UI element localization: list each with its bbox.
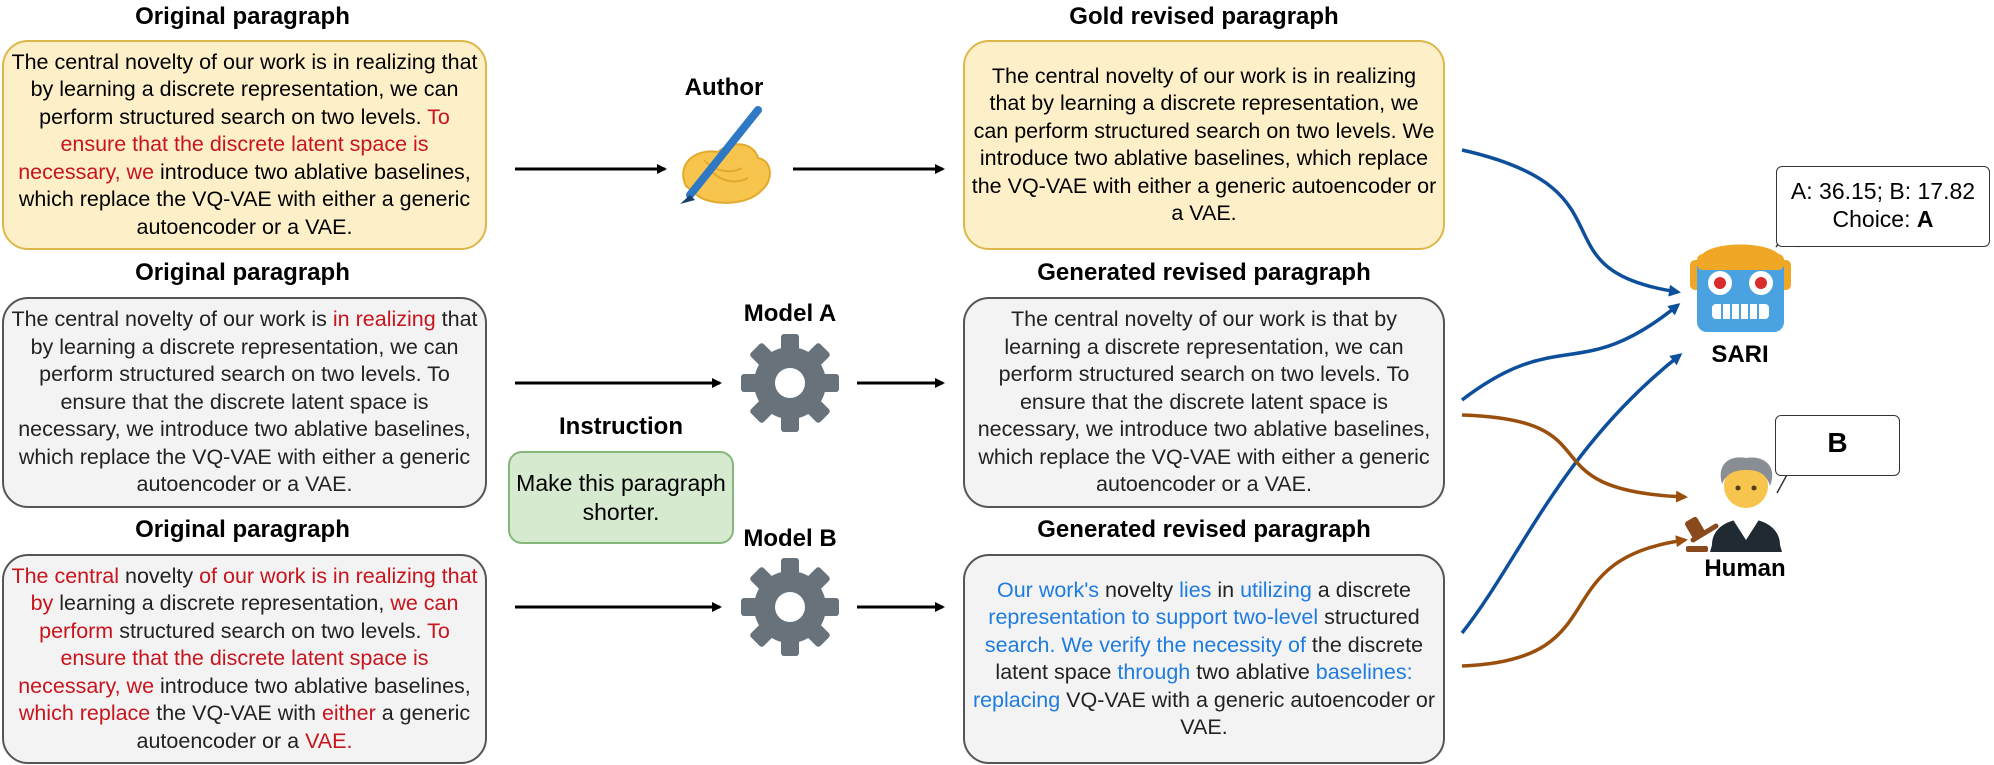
model-a-generated-paragraph: The central novelty of our work is that … (963, 297, 1445, 508)
text-span: The central novelty of our work is in re… (11, 49, 478, 129)
row1-left-heading: Original paragraph (135, 3, 350, 30)
paragraph-text: Our work's novelty lies in utilizing a d… (971, 577, 1437, 742)
paragraph-text: The central novelty of our work is in re… (10, 49, 479, 242)
text-span: two ablative (1190, 660, 1316, 684)
gear-icon (741, 334, 839, 432)
robot-icon (1690, 244, 1791, 332)
edited-span-blue: search. We verify the necessity of (984, 632, 1306, 657)
row3-original-paragraph: The central novelty of our work is in re… (2, 554, 487, 764)
instruction-text: Make this paragraph shorter. (516, 469, 726, 525)
edited-span-red: either (321, 701, 376, 726)
sari-score-bubble: A: 36.15; B: 17.82 Choice: A (1776, 166, 1990, 247)
author-label: Author (684, 74, 764, 101)
edited-span-red: we can perform (39, 591, 459, 643)
writing-hand-icon (680, 106, 771, 204)
edited-span-blue: utilizing (1240, 577, 1312, 602)
instruction-box: Make this paragraph shorter. (508, 451, 734, 544)
edited-span-red: in realizing (332, 307, 436, 332)
text-span: novelty (1099, 577, 1180, 602)
text-span: VQ-VAE with a generic autoencoder or VAE… (1060, 687, 1436, 740)
sari-label: SARI (1711, 341, 1769, 368)
row2-right-heading: Generated revised paragraph (1037, 259, 1371, 286)
row1-right-heading: Gold revised paragraph (1069, 3, 1339, 30)
text-span: that by learning a discrete representati… (18, 307, 478, 497)
text-span: a generic autoencoder or a (136, 701, 471, 753)
edited-span-red: To ensure that the discrete latent space… (18, 618, 450, 698)
edited-span-red: The central (11, 563, 120, 588)
sari-choice: Choice: A (1777, 205, 1989, 233)
gold-revised-paragraph: The central novelty of our work is in re… (963, 40, 1445, 250)
human-choice-bubble: B (1775, 415, 1900, 476)
text-span: introduce two ablative baselines, (154, 673, 471, 698)
row1-original-paragraph: The central novelty of our work is in re… (2, 40, 487, 250)
sari-choice-label: Choice: (1832, 206, 1917, 232)
sari-scores: A: 36.15; B: 17.82 (1790, 178, 1976, 204)
paragraph-text: The central novelty of our work is in re… (10, 306, 479, 499)
text-span: The central novelty of our work is in re… (971, 63, 1437, 226)
text-span: a discrete (1311, 577, 1411, 602)
judge-icon (1685, 457, 1782, 552)
row2-left-heading: Original paragraph (135, 259, 350, 286)
edited-span-blue: through (1117, 660, 1191, 684)
text-span: learning a discrete representation, (53, 591, 391, 616)
row2-original-paragraph: The central novelty of our work is in re… (2, 297, 487, 508)
human-label: Human (1704, 555, 1786, 582)
text-span: the discrete latent space (995, 632, 1424, 685)
text-span: introduce two ablative baselines, which … (18, 159, 471, 239)
gear-icon (741, 558, 839, 656)
edited-span-blue: lies (1179, 577, 1212, 602)
curve-model-b-to-human (1461, 535, 1688, 668)
edited-span-red: To ensure that the discrete latent space… (18, 104, 450, 184)
model-b-generated-paragraph: Our work's novelty lies in utilizing a d… (963, 554, 1445, 764)
text-span: structured search on two levels. (113, 618, 428, 643)
text-span: The central novelty of our work is that … (977, 307, 1431, 497)
edited-span-blue: baselines: replacing (972, 660, 1413, 712)
text-span: The central novelty of our work is (11, 307, 333, 332)
human-choice-value: B (1827, 427, 1848, 458)
model-a-label: Model A (743, 300, 837, 327)
sari-choice-value: A (1916, 206, 1934, 232)
instruction-heading: Instruction (559, 413, 683, 440)
curve-model-a-to-sari (1460, 303, 1681, 402)
text-span: the VQ-VAE with (150, 701, 322, 726)
text-span: structured (1318, 605, 1420, 629)
curve-model-b-to-sari (1460, 353, 1683, 635)
edited-span-blue: representation to support two-level (988, 605, 1319, 629)
curve-gold-to-sari (1461, 148, 1681, 297)
paragraph-text: The central novelty of our work is in re… (10, 563, 479, 756)
edited-span-red: which replace (18, 701, 151, 726)
row3-left-heading: Original paragraph (135, 516, 350, 543)
text-span: in (1211, 577, 1241, 602)
row3-right-heading: Generated revised paragraph (1037, 516, 1371, 543)
edited-span-red: VAE. (305, 728, 353, 753)
curve-model-a-to-human (1461, 413, 1688, 503)
paragraph-text: The central novelty of our work is in re… (971, 63, 1437, 228)
model-b-label: Model B (743, 525, 837, 552)
text-span: novelty (119, 563, 200, 588)
edited-span-red: of our work is in realizing that by (30, 563, 478, 616)
paragraph-text: The central novelty of our work is that … (971, 306, 1437, 499)
edited-span-blue: Our work's (997, 577, 1100, 602)
